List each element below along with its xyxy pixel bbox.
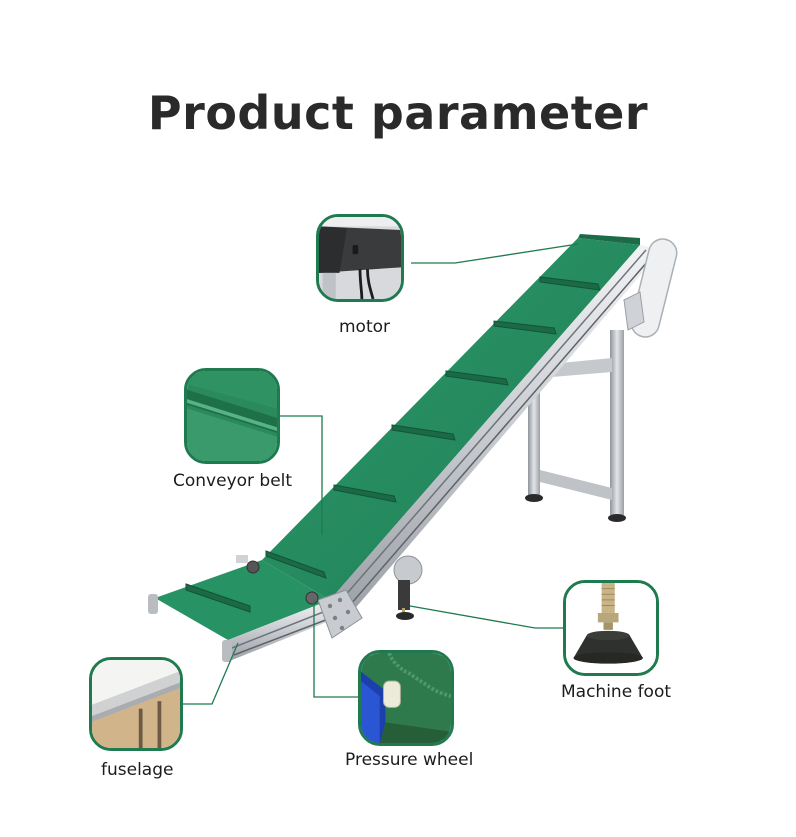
motor-icon	[316, 214, 404, 302]
support-frame	[525, 330, 626, 522]
conveyor-belt-label: Conveyor belt	[173, 471, 293, 491]
machine-foot-label: Machine foot	[561, 682, 672, 702]
pressure-wheel-label: Pressure wheel	[345, 750, 474, 770]
pressure-wheel-icon	[358, 650, 454, 746]
leader-machine-foot	[409, 605, 565, 629]
motor-label: motor	[339, 317, 391, 337]
machine-foot-icon	[563, 580, 659, 676]
leader-lines	[182, 243, 579, 705]
leader-pressure-wheel	[313, 600, 360, 698]
fuselage-icon	[89, 657, 183, 751]
fuselage-label: fuselage	[101, 760, 174, 780]
leader-conveyor-belt	[279, 415, 323, 535]
leader-fuselage	[182, 642, 239, 705]
motor-housing	[623, 238, 678, 338]
conveyor-belt-icon	[184, 368, 280, 464]
front-leg	[393, 555, 423, 620]
front-rail	[330, 245, 662, 612]
page-title: Product parameter	[147, 86, 649, 140]
leader-motor	[411, 243, 579, 264]
belt-incline	[262, 238, 640, 600]
belt-flat	[155, 560, 330, 640]
